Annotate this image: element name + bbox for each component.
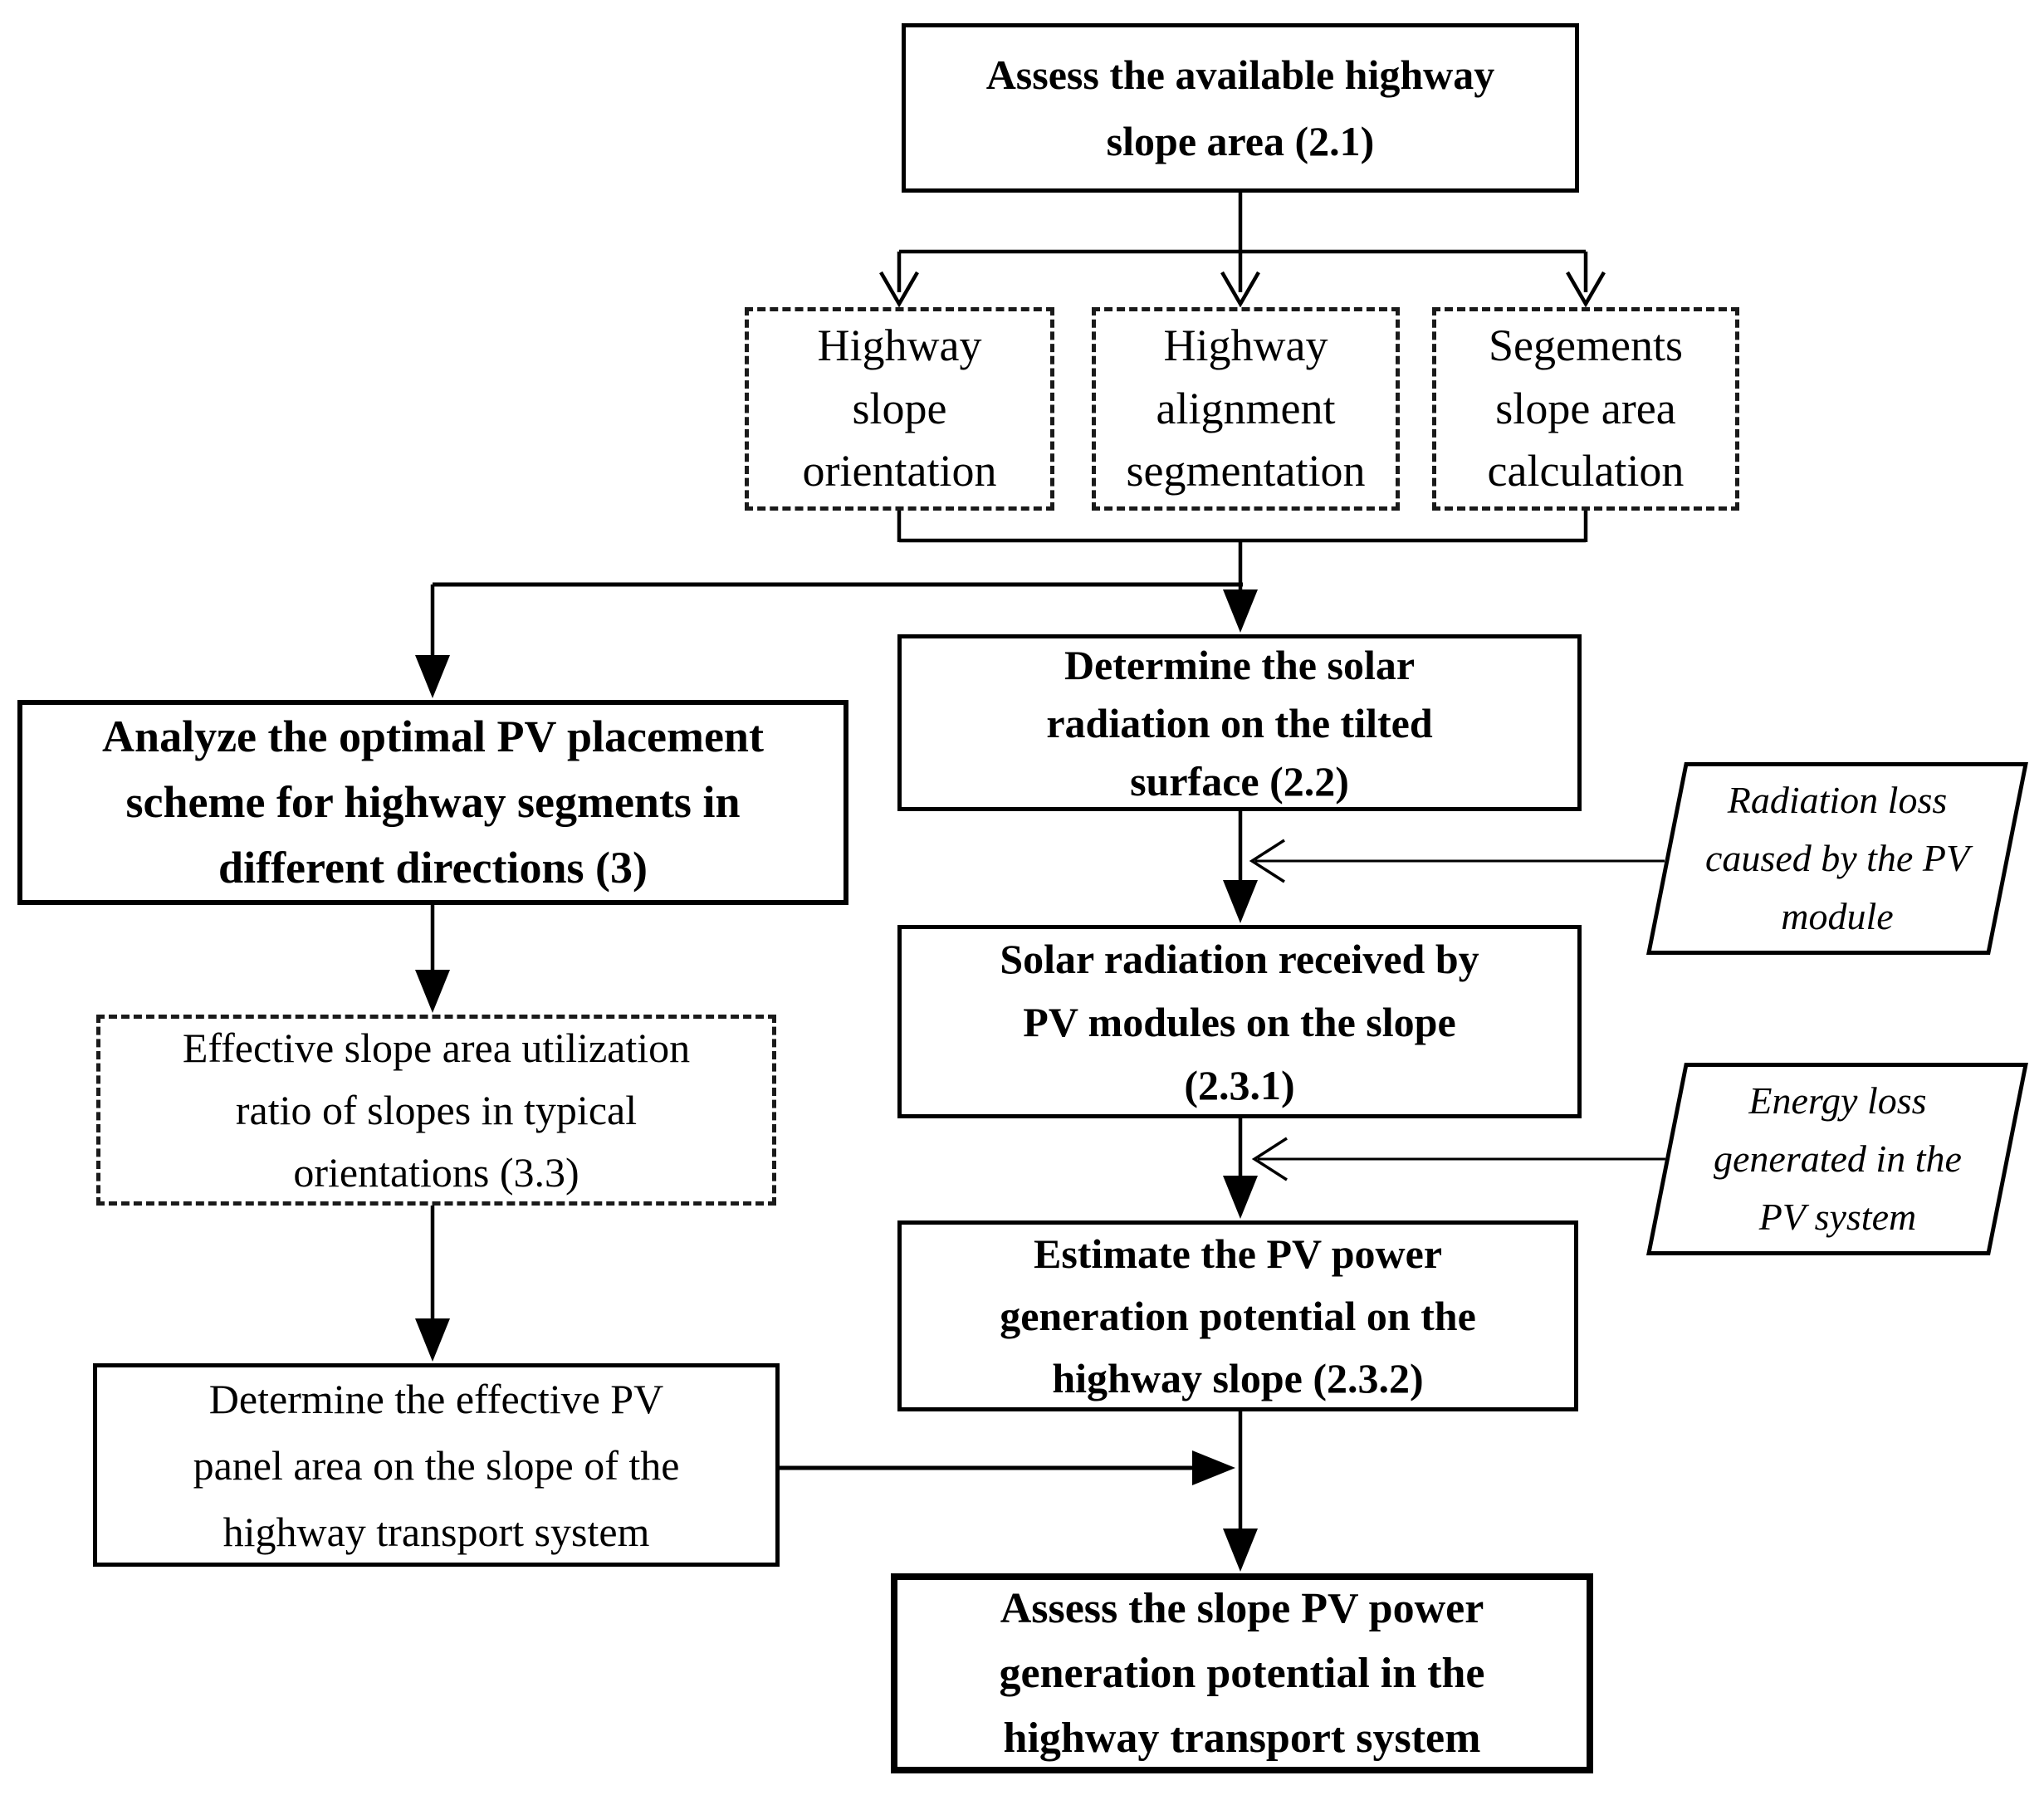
node-assess-potential: Assess the slope PV power generation pot… [891, 1573, 1593, 1773]
node-effective-area: Determine the effective PV panel area on… [93, 1363, 780, 1567]
node-segments-calculation: Segements slope area calculation [1432, 307, 1739, 511]
node-energy-loss-label: Energy loss generated in the PV system [1713, 1079, 1962, 1238]
node-estimate-potential: Estimate the PV power generation potenti… [897, 1220, 1578, 1411]
node-effective-area-label: Determine the effective PV panel area on… [193, 1375, 680, 1555]
node-tilted-radiation: Determine the solar radiation on the til… [897, 634, 1582, 811]
node-segments-calculation-label: Segements slope area calculation [1487, 320, 1685, 496]
node-energy-loss: Energy loss generated in the PV system [1646, 1063, 2028, 1255]
node-slope-orientation: Highway slope orientation [745, 307, 1054, 511]
node-radiation-loss-label: Radiation loss caused by the PV module [1704, 779, 1969, 937]
node-assess-area-label: Assess the available highway slope area … [985, 51, 1495, 164]
node-optimal-placement-label: Analyze the optimal PV placement scheme … [102, 712, 764, 893]
node-alignment-segmentation: Highway alignment segmentation [1092, 307, 1400, 511]
node-estimate-potential-label: Estimate the PV power generation potenti… [1000, 1230, 1476, 1401]
node-assess-area: Assess the available highway slope area … [902, 23, 1579, 193]
node-received-radiation-label: Solar radiation received by PV modules o… [1000, 935, 1479, 1108]
node-received-radiation: Solar radiation received by PV modules o… [897, 925, 1582, 1118]
node-tilted-radiation-label: Determine the solar radiation on the til… [1046, 641, 1433, 805]
node-alignment-segmentation-label: Highway alignment segmentation [1126, 320, 1366, 496]
node-optimal-placement: Analyze the optimal PV placement scheme … [17, 700, 848, 905]
node-assess-potential-label: Assess the slope PV power generation pot… [999, 1584, 1485, 1762]
node-utilization-ratio-label: Effective slope area utilization ratio o… [182, 1024, 691, 1196]
node-slope-orientation-label: Highway slope orientation [802, 320, 997, 496]
node-radiation-loss: Radiation loss caused by the PV module [1646, 762, 2028, 955]
node-utilization-ratio: Effective slope area utilization ratio o… [96, 1015, 776, 1206]
